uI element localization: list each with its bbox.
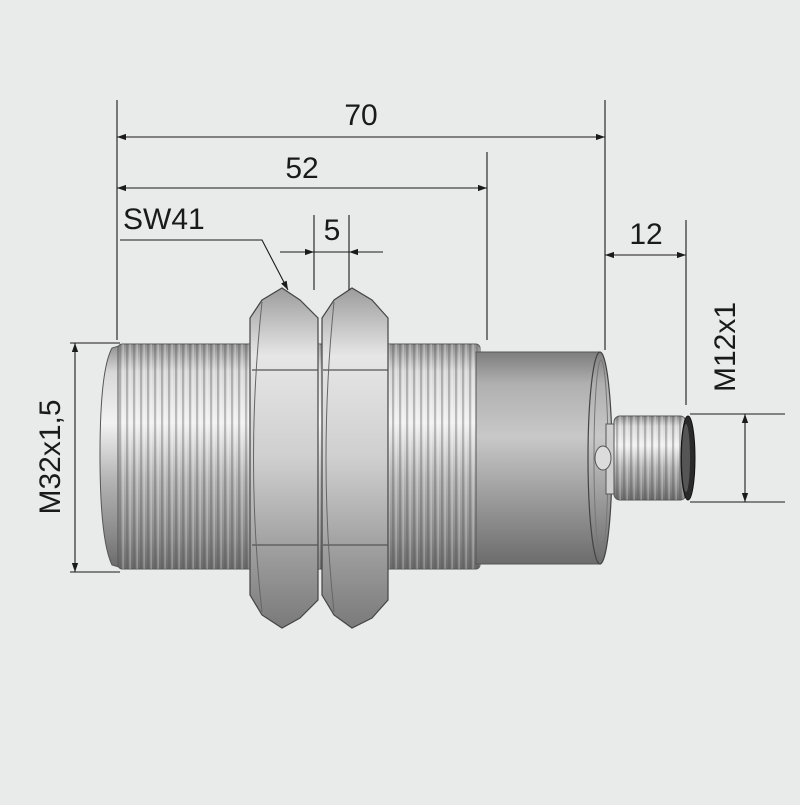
- sensor-body: [99, 287, 696, 629]
- dim-connector-length: 12: [629, 218, 662, 251]
- dim-nut-thickness: 5: [324, 214, 341, 247]
- connector-thread-label: M12x1: [709, 302, 742, 392]
- dimension-labels: 70 52 5 12 SW41 M32x1,5 M12x1: [34, 99, 742, 515]
- wrench-size-label: SW41: [123, 203, 205, 236]
- body-thread-label: M32x1,5: [34, 399, 67, 514]
- dimension-lines: [70, 100, 785, 573]
- hex-nut-front: [249, 287, 319, 629]
- dim-thread-length: 52: [285, 152, 318, 185]
- m12-connector: [594, 415, 696, 501]
- front-thread: [99, 343, 259, 570]
- housing: [475, 351, 613, 565]
- dim-overall-length: 70: [344, 99, 377, 132]
- hex-nut-rear: [321, 287, 389, 629]
